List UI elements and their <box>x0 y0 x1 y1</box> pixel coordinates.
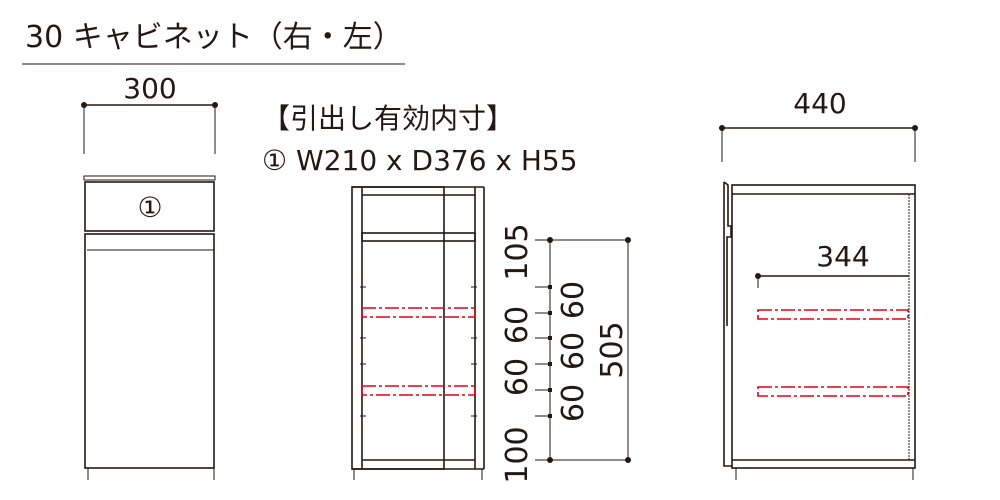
title: 30 キャビネット（右・左） <box>25 20 403 55</box>
side-shelf-1-dashed <box>757 309 909 320</box>
pitch-label-60b: 60 <box>500 358 535 396</box>
drawer-number: ① <box>137 191 162 224</box>
pitch-label-60c: 60 <box>556 281 591 319</box>
width-label: 300 <box>123 72 176 105</box>
shelf-2-dashed <box>361 385 476 396</box>
drawer-info-heading: 【引出し有効内寸】 <box>262 102 514 135</box>
section-view: 105 60 60 100 60 60 60 505 <box>351 186 631 484</box>
pitch-label-60d: 60 <box>556 332 591 370</box>
pitch-label-60a: 60 <box>500 306 535 344</box>
depth-label: 440 <box>793 87 846 120</box>
inner-depth-label: 344 <box>816 240 869 273</box>
shelf-1-dashed <box>361 307 476 318</box>
door-front <box>84 233 215 469</box>
side-view: 440 344 <box>719 87 918 480</box>
pitch-label-60e: 60 <box>556 384 591 422</box>
front-view: 300 ① <box>81 72 218 480</box>
pitch-label-100: 100 <box>500 426 535 483</box>
pitch-label-105: 105 <box>500 223 535 280</box>
side-shelf-2-dashed <box>757 386 909 397</box>
drawer-info-dimensions: ① W210 x D376 x H55 <box>262 144 578 177</box>
total-height-label: 505 <box>595 321 630 378</box>
drawer-front <box>84 181 215 232</box>
